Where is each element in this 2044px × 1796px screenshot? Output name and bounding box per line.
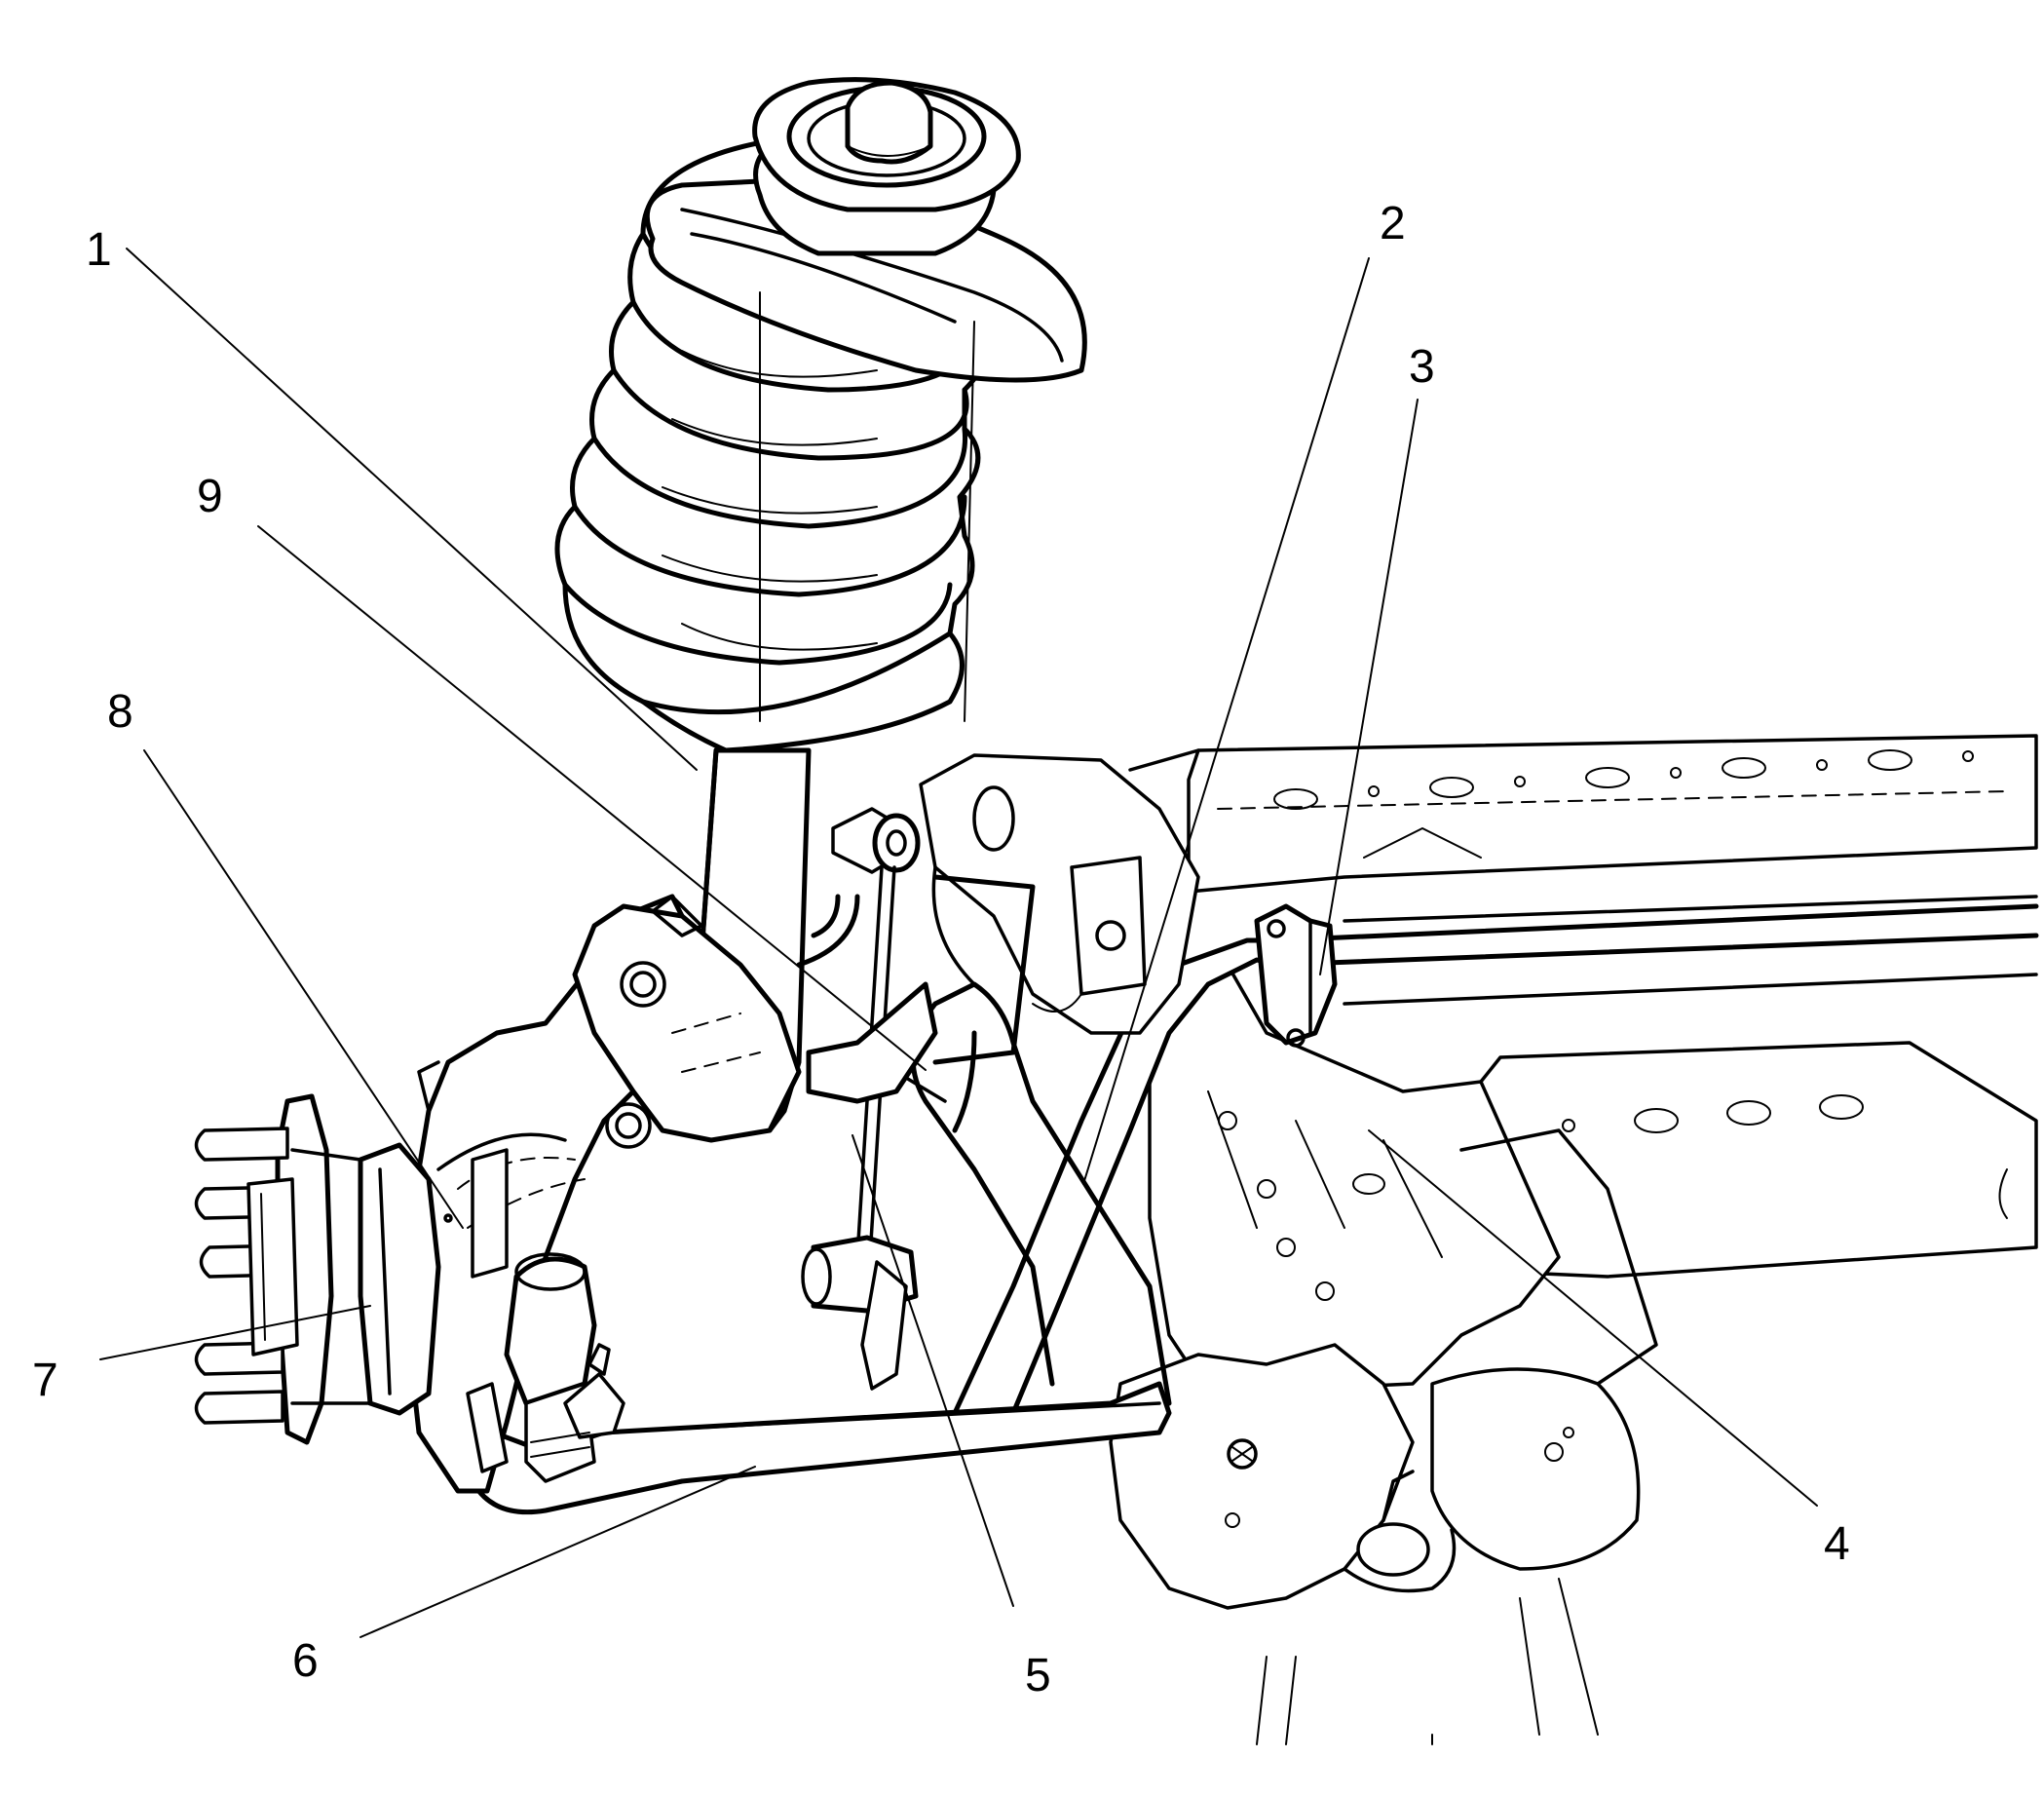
- leader-line-6: [360, 1466, 756, 1638]
- leader-line-4: [1368, 1129, 1818, 1507]
- callouts: 1 2 3 4 5 6 7 8 9: [32, 198, 1850, 1701]
- callout-9: 9: [197, 471, 223, 522]
- callout-6: 6: [292, 1635, 319, 1687]
- leader-line-9: [257, 525, 927, 1071]
- callout-8: 8: [107, 686, 133, 738]
- strut-mount-bracket: [919, 753, 1200, 1035]
- leader-lines: [99, 248, 1818, 1638]
- leader-line-2: [1082, 257, 1370, 1185]
- crossmember: [1109, 963, 1658, 1745]
- callout-2: 2: [1380, 198, 1406, 249]
- callout-7: 7: [32, 1355, 58, 1406]
- leader-line-8: [143, 749, 464, 1229]
- upper-strut-mount: [644, 77, 1087, 722]
- leader-line-1: [126, 248, 698, 771]
- leader-line-7: [99, 1305, 371, 1360]
- callout-3: 3: [1409, 341, 1435, 393]
- leader-line-3: [1319, 399, 1419, 975]
- callout-4: 4: [1824, 1518, 1850, 1570]
- stabilizer-bushing-clamp: [1254, 903, 1338, 1048]
- callout-1: 1: [86, 224, 112, 276]
- strut-assembly: [572, 747, 1036, 1149]
- wheel-hub: [194, 1093, 441, 1445]
- callout-5: 5: [1025, 1650, 1051, 1701]
- stabilizer-link: [801, 807, 921, 1391]
- ball-joint: [504, 1252, 625, 1483]
- leader-line-5: [852, 1134, 1014, 1607]
